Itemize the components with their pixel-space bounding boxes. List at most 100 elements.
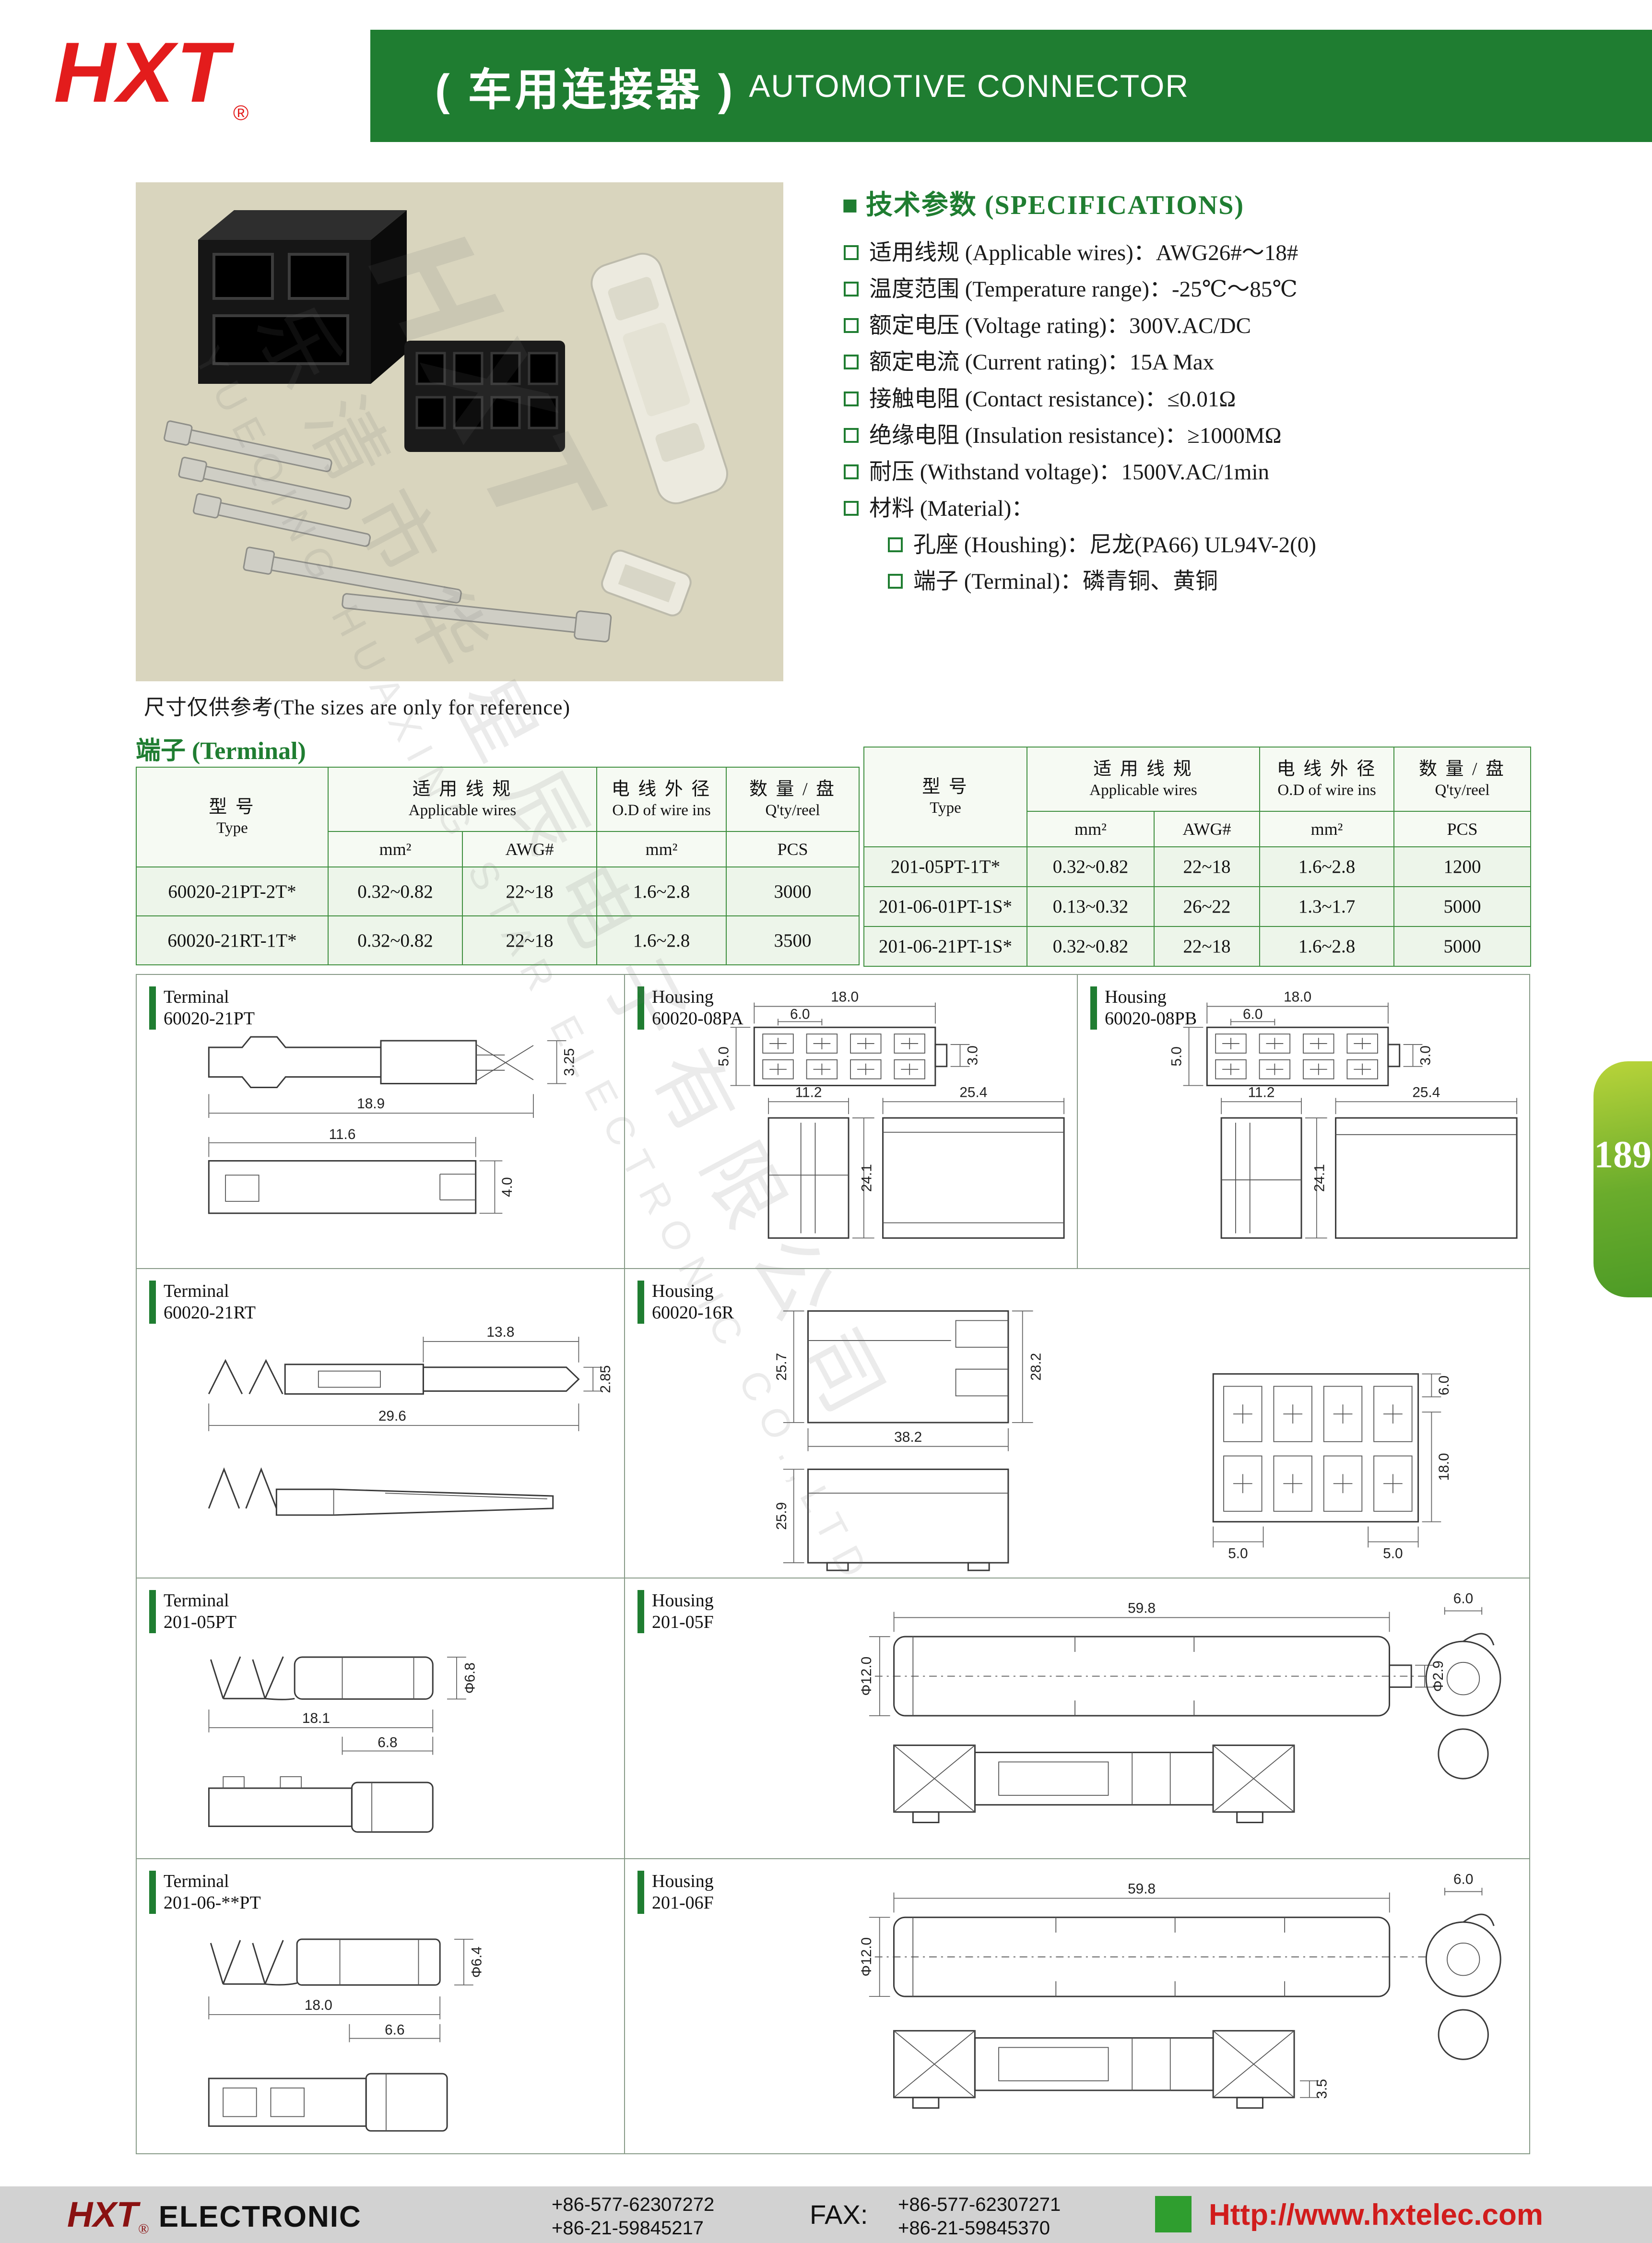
label-bar-icon	[1090, 986, 1097, 1030]
fax-number: +86-577-62307271	[898, 2194, 1061, 2215]
hollow-square-icon	[888, 574, 903, 589]
label-bar-icon	[149, 1590, 156, 1633]
dim-label: 25.4	[1412, 1084, 1440, 1100]
table-cell: 201-05PT-1T*	[863, 846, 1027, 887]
table-subheader-row: mm² AWG# mm² PCS	[864, 811, 1532, 847]
dim-label: 28.2	[1028, 1353, 1044, 1381]
spec-subitem: 孔座 (Houshing)：尼龙(PA66) UL94V-2(0)	[886, 527, 1609, 563]
dim-label: 6.0	[1453, 1872, 1473, 1887]
table-cell: 22~18	[461, 866, 598, 916]
dim-label: Φ6.4	[469, 1946, 485, 1978]
table-cell: 1.6~2.8	[1259, 926, 1395, 967]
drawing-housing-60020-08PA: 18.0 6.0 5.0 3.0 11.2 25.4 24.1	[716, 989, 1065, 1239]
label-bar-icon	[149, 986, 156, 1030]
table-row: 60020-21RT-1T* 0.32~0.82 22~18 1.6~2.8 3…	[136, 915, 860, 965]
housing-large	[198, 210, 407, 384]
dim-label: 38.2	[894, 1429, 922, 1445]
table-cell: 60020-21RT-1T*	[136, 915, 329, 965]
dim-label: 4.0	[499, 1177, 515, 1197]
hollow-square-icon	[844, 318, 859, 333]
dim-label: Φ12.0	[859, 1657, 874, 1696]
hxt-logo: HXT®	[54, 23, 248, 125]
table-cell: 60020-21PT-2T*	[136, 866, 329, 916]
fax-number: +86-21-59845370	[898, 2217, 1050, 2239]
table-cell: mm²	[328, 831, 463, 867]
terminal-section-title: 端子 (Terminal)	[136, 737, 306, 765]
drawing-terminal-201-05PT: Φ6.8 18.1 6.8	[208, 1656, 478, 1833]
drawing-terminal-60020-21RT: 13.8 2.85 29.6	[208, 1324, 614, 1516]
hollow-square-icon	[844, 282, 859, 297]
dim-label: 24.1	[1312, 1164, 1328, 1192]
table-cell: 0.13~0.32	[1027, 886, 1155, 927]
dim-label: Φ2.9	[1430, 1661, 1446, 1692]
page-footer: HXT®ELECTRONIC +86-577-62307272 +86-21-5…	[0, 2186, 1652, 2243]
dim-label: 11.2	[795, 1084, 822, 1100]
specifications: ■技术参数 (SPECIFICATIONS) 适用线规 (Applicable …	[842, 183, 1609, 600]
table-row: 60020-21PT-2T* 0.32~0.82 22~18 1.6~2.8 3…	[136, 866, 860, 916]
spec-item: 额定电压 (Voltage rating)：300V.AC/DC	[842, 308, 1609, 344]
table-cell: 5000	[1393, 886, 1532, 927]
header-banner: ( 车用连接器 ) AUTOMOTIVE CONNECTOR	[370, 30, 1652, 142]
table-cell: mm²	[1027, 811, 1155, 847]
dim-label: 2.85	[598, 1365, 614, 1393]
dim-label: 3.0	[965, 1045, 980, 1065]
square-bullet-icon: ■	[842, 190, 859, 220]
spec-item: 温度范围 (Temperature range)：-25℃～85℃	[842, 271, 1609, 308]
dim-label: 13.8	[486, 1324, 514, 1340]
hollow-square-icon	[888, 537, 903, 552]
banner-title-cn: ( 车用连接器 )	[435, 65, 736, 115]
table-cell: 22~18	[1153, 846, 1261, 887]
hollow-square-icon	[844, 355, 859, 370]
table-cell: 201-06-21PT-1S*	[863, 926, 1027, 967]
dim-label: 59.8	[1128, 1601, 1156, 1616]
spec-item: 绝缘电阻 (Insulation resistance)：≥1000MΩ	[842, 417, 1609, 454]
hollow-square-icon	[844, 427, 859, 443]
dim-label: 5.0	[1383, 1545, 1403, 1561]
dim-label: Φ12.0	[859, 1937, 874, 1977]
photo-caption: 尺寸仅供参考(The sizes are only for reference)	[144, 696, 571, 719]
dim-label: 18.0	[305, 1997, 332, 2013]
dim-label: 6.0	[1243, 1006, 1263, 1022]
table-subheader-row: mm² AWG# mm² PCS	[136, 831, 860, 867]
specifications-title: ■技术参数 (SPECIFICATIONS)	[842, 190, 1245, 220]
table-cell: 0.32~0.82	[328, 866, 463, 916]
table-cell: 0.32~0.82	[328, 915, 463, 965]
telephone-number: +86-21-59845217	[552, 2217, 704, 2239]
dim-label: 29.6	[378, 1408, 406, 1424]
dim-label: 18.0	[831, 989, 859, 1005]
table-row: 201-05PT-1T* 0.32~0.82 22~18 1.6~2.8 120…	[863, 846, 1532, 887]
product-photo	[136, 182, 783, 681]
drawing-housing-201-06F: 59.8 Φ12.0 3.5 6.0	[859, 1872, 1501, 2109]
dim-label: 25.9	[774, 1502, 790, 1530]
logo-text: HXT	[54, 24, 230, 120]
dim-label: 18.0	[1436, 1453, 1452, 1481]
dim-label: 24.1	[859, 1164, 875, 1192]
table-cell: 201-06-01PT-1S*	[863, 886, 1027, 927]
table-cell: AWG#	[1153, 811, 1261, 847]
table-cell: 3500	[726, 915, 860, 965]
label-bar-icon	[149, 1281, 156, 1324]
drawing-terminal-60020-21PT: 3.25 18.9 11.6 4.0	[208, 1036, 577, 1214]
table-cell: PCS	[726, 831, 860, 867]
dim-label: 6.0	[1453, 1591, 1473, 1607]
hollow-square-icon	[844, 245, 859, 260]
